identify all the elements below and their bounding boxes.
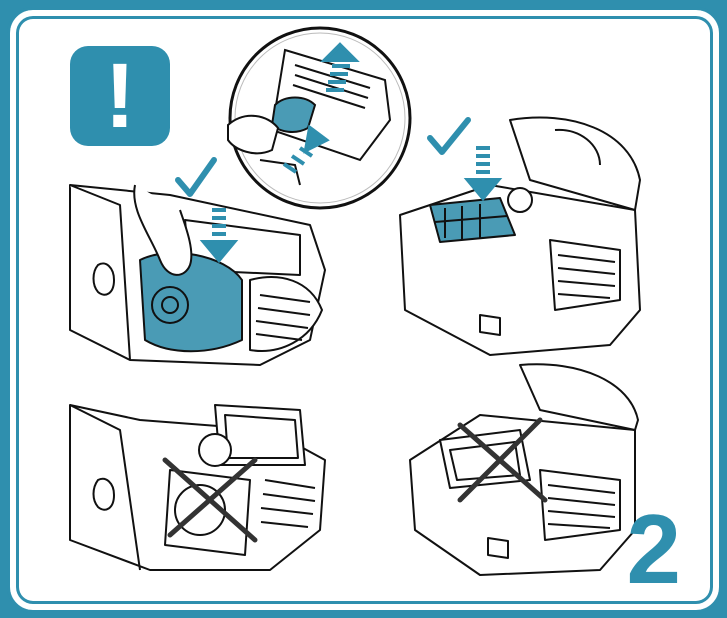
vacuum-with-bag-illustration [69,184,326,366]
vacuum-with-filter-illustration [399,116,641,356]
check-icon [427,117,471,155]
warning-symbol: ! [104,45,136,147]
step-number: 2 [626,494,681,604]
warning-icon: ! [70,46,170,146]
cross-icon [162,457,258,543]
down-arrow-icon [463,146,503,202]
down-arrow-icon [199,208,239,264]
illustration-canvas [69,26,641,576]
vacuum-without-filter-illustration [409,363,639,576]
check-icon [175,157,217,197]
cross-icon [457,417,548,503]
zoom-inset-illustration [227,26,412,210]
up-arrow-icon [282,42,360,174]
instruction-panel: ! [7,7,722,613]
